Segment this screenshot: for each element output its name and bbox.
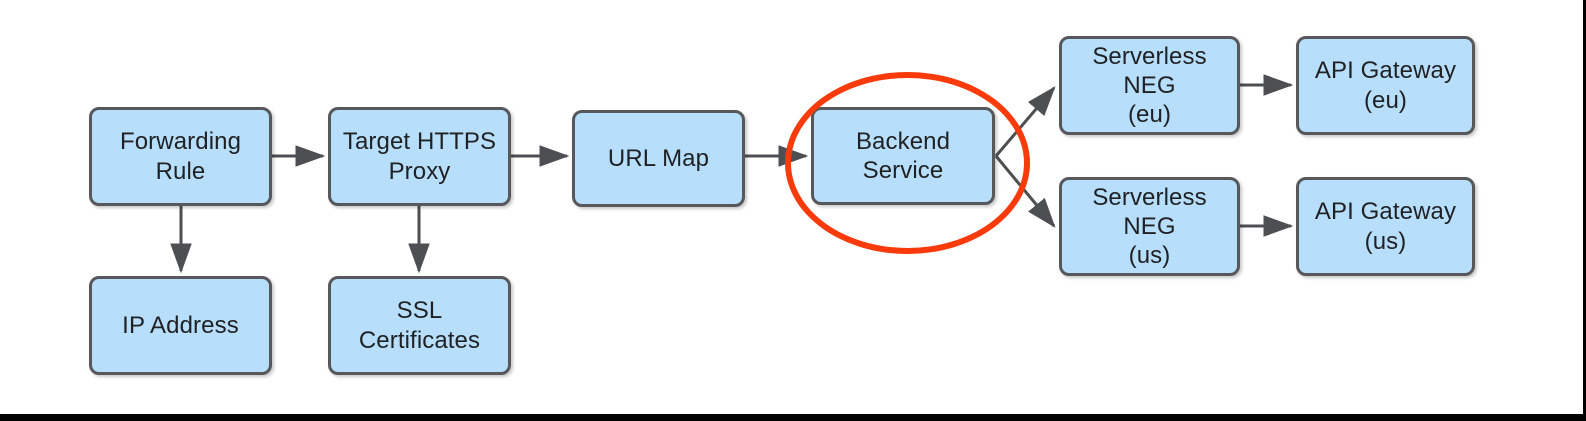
node-label-serverless-neg-eu: Serverless NEG (eu) — [1092, 42, 1207, 129]
node-api-gateway-us[interactable]: API Gateway (us) — [1296, 177, 1475, 276]
node-api-gateway-eu[interactable]: API Gateway (eu) — [1296, 36, 1475, 135]
node-label-backend-service: Backend Service — [855, 127, 951, 184]
node-target-https-proxy[interactable]: Target HTTPS Proxy — [328, 107, 511, 206]
node-label-ssl-certificates: SSL Certificates — [358, 297, 481, 354]
node-serverless-neg-us[interactable]: Serverless NEG (us) — [1059, 177, 1240, 276]
node-label-api-gateway-eu: API Gateway (eu) — [1314, 57, 1457, 114]
node-label-ip-address: IP Address — [122, 311, 239, 339]
node-serverless-neg-eu[interactable]: Serverless NEG (eu) — [1059, 36, 1240, 135]
node-backend-service[interactable]: Backend Service — [811, 107, 995, 205]
node-label-target-https-proxy: Target HTTPS Proxy — [342, 128, 497, 185]
edge-backend-service-to-serverless-neg-us — [994, 155, 1056, 228]
node-label-url-map: URL Map — [607, 144, 710, 172]
node-ssl-certificates[interactable]: SSL Certificates — [328, 276, 511, 375]
edge-backend-service-to-serverless-neg-eu — [994, 86, 1056, 157]
node-url-map[interactable]: URL Map — [572, 110, 745, 207]
node-forwarding-rule[interactable]: Forwarding Rule — [89, 107, 272, 206]
node-label-api-gateway-us: API Gateway (us) — [1314, 198, 1457, 255]
node-label-forwarding-rule: Forwarding Rule — [119, 128, 242, 185]
node-ip-address[interactable]: IP Address — [89, 276, 272, 375]
node-label-serverless-neg-us: Serverless NEG (us) — [1092, 183, 1207, 270]
